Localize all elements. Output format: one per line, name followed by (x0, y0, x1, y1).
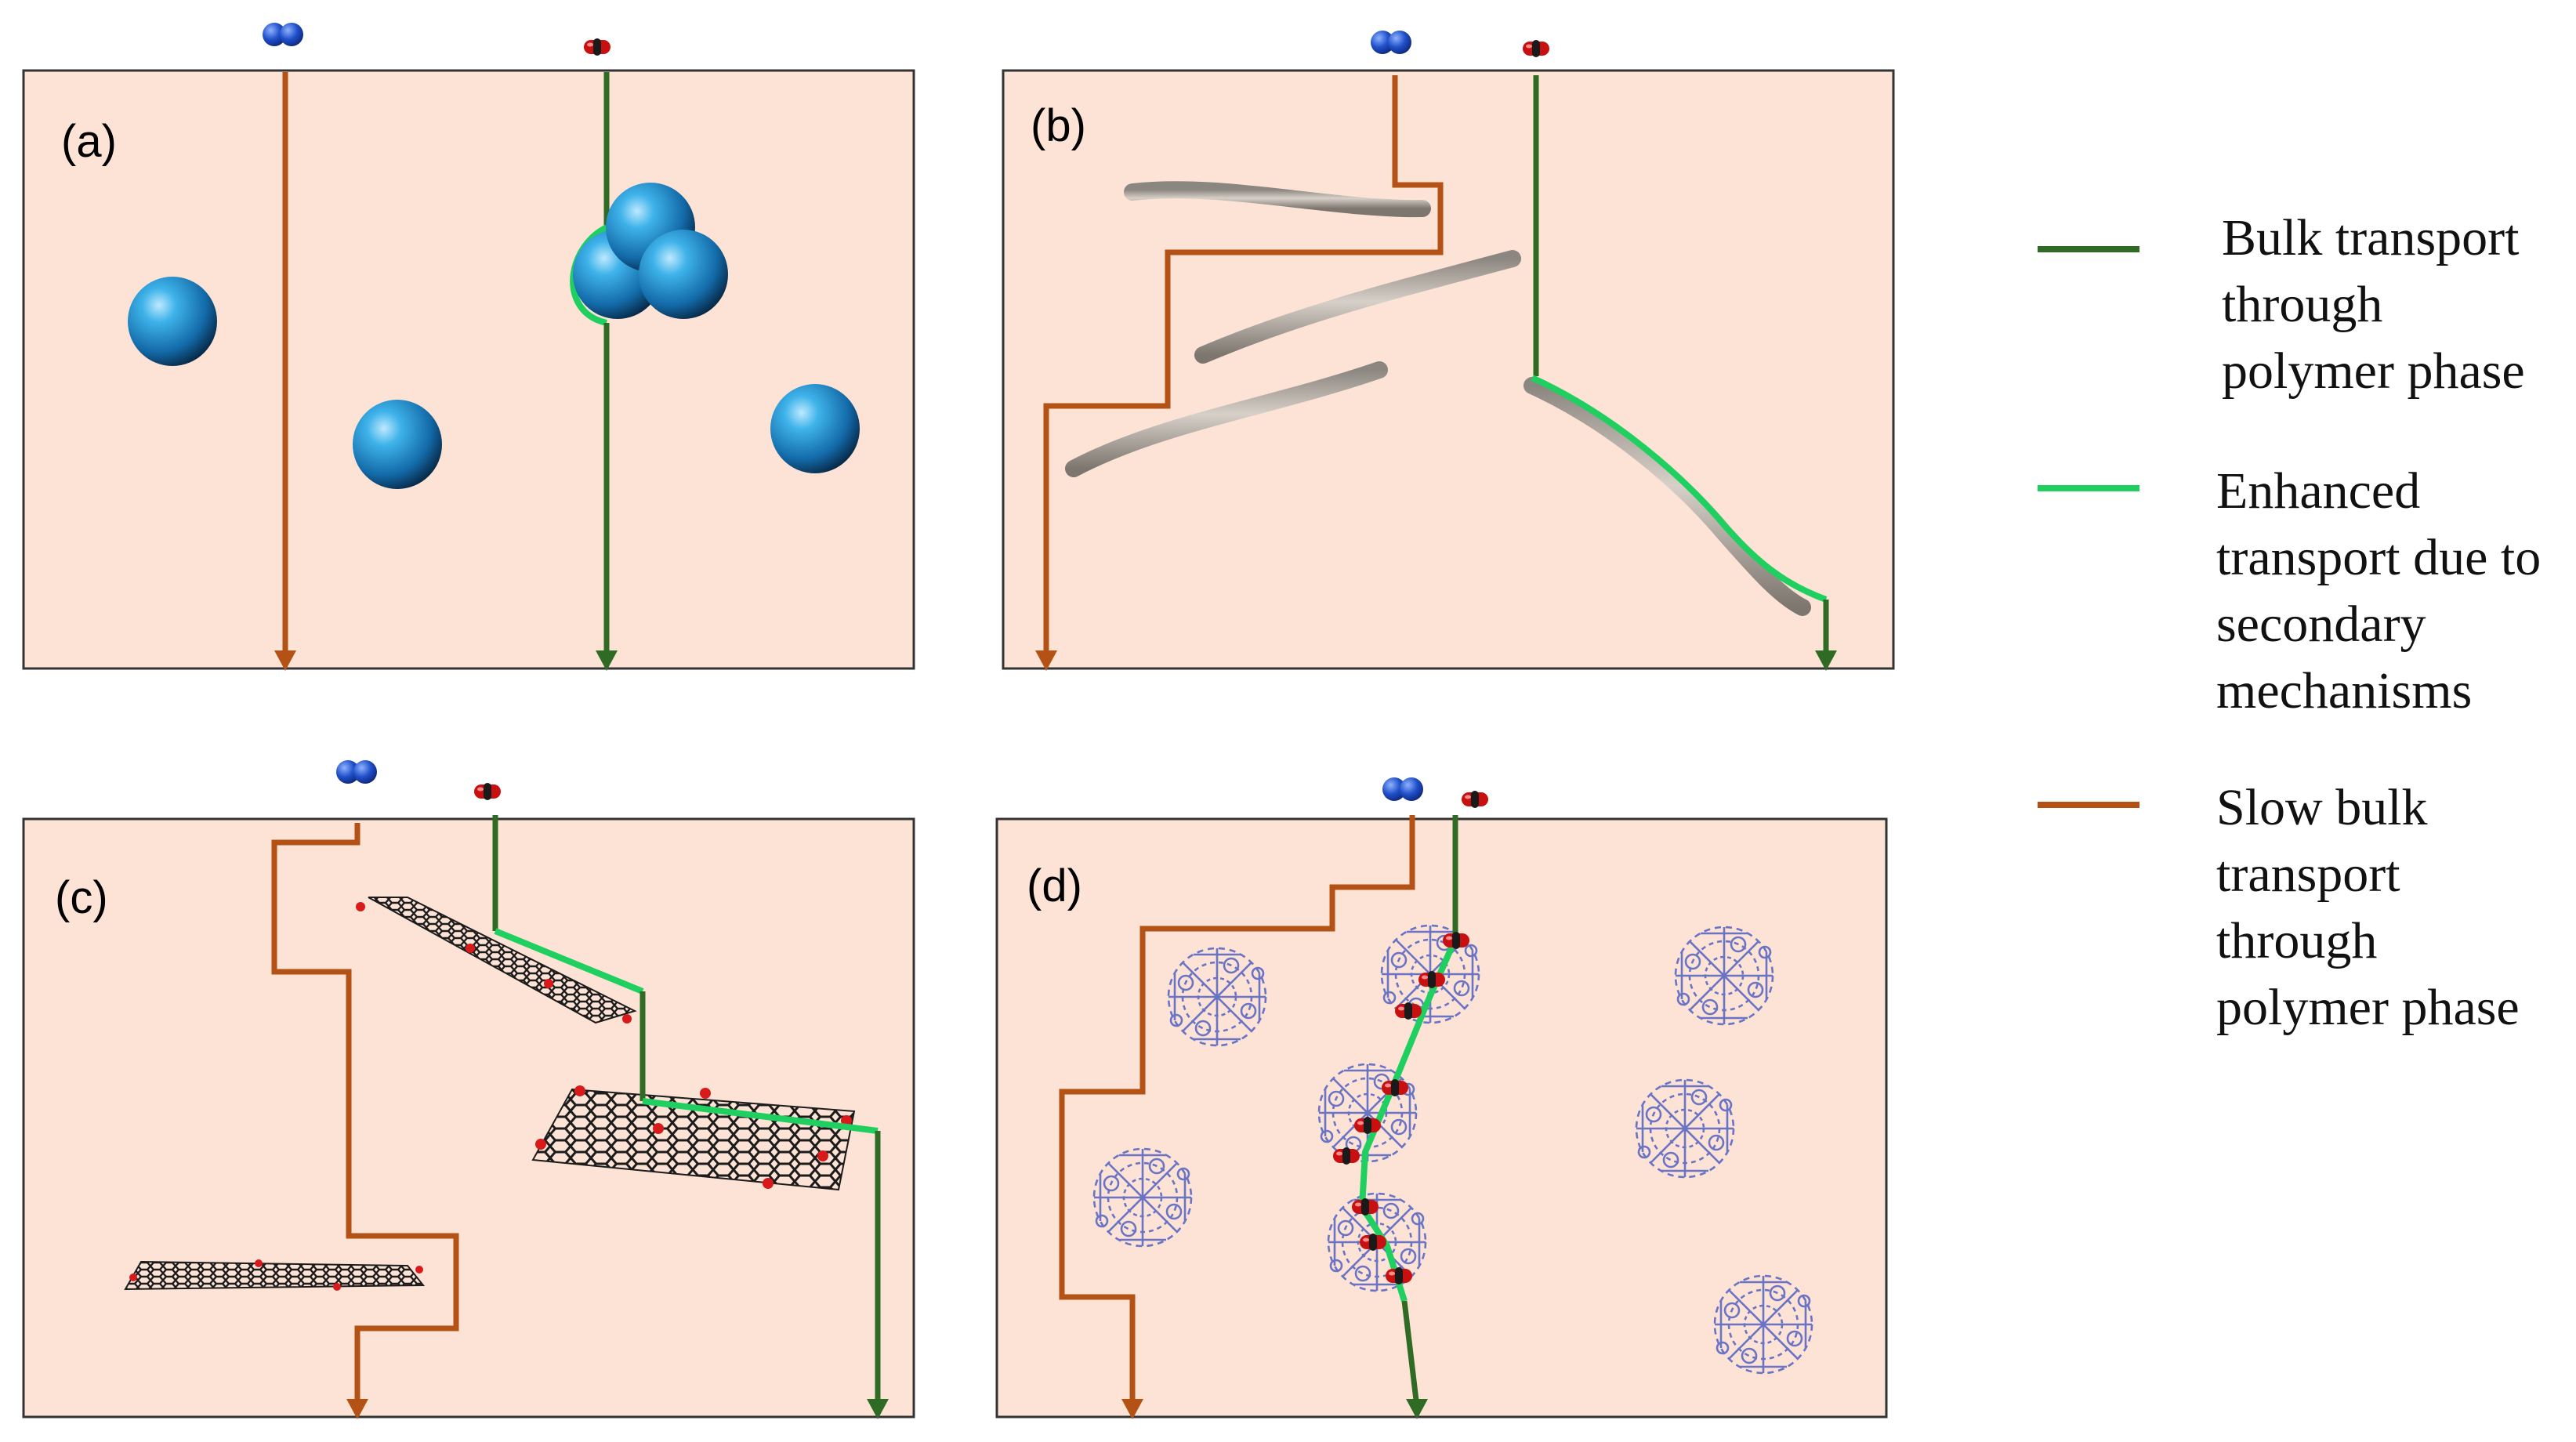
legend-enhanced-line-3: secondary (2216, 596, 2426, 653)
red-triatomic-molecule (1443, 932, 1469, 949)
legend-slow-line-4: polymer phase (2216, 979, 2520, 1036)
slow-transport-arrowhead (274, 650, 296, 671)
nanoparticle (770, 384, 860, 473)
legend-slow-line-2: transport (2216, 846, 2400, 903)
graphene-oxide-sheet (531, 1088, 856, 1191)
panel-d-label: (d) (1027, 860, 1082, 911)
legend-bulk-line-3: polymer phase (2222, 342, 2525, 400)
bulk-transport-arrowhead (596, 650, 618, 671)
red-triatomic-molecule (1333, 1147, 1360, 1165)
panel-d-frame (995, 817, 1888, 1418)
svg-text:Slow bulk transport: Slow bulk transport through polymer phas… (2216, 779, 2520, 1036)
mof-crystal (1635, 1078, 1735, 1179)
panel-d: (d) (995, 777, 1888, 1419)
enhanced-transport-path (1358, 937, 1458, 1303)
nanoparticles (128, 277, 860, 489)
nanoparticle-agglomerate (573, 183, 728, 319)
red-triatomic-molecule (584, 38, 610, 56)
graphene-oxide-sheet (124, 1260, 426, 1291)
mof-crystal (1674, 926, 1774, 1026)
graphene-oxide-sheet (368, 897, 637, 1024)
red-triatomic-molecule (1523, 40, 1549, 57)
legend-bulk-line-1: Bulk transport (2222, 209, 2519, 266)
enhanced-transport-path (642, 1098, 879, 1134)
legend-enhanced-line-2: transport due to (2216, 529, 2541, 586)
slow-transport-arrowhead (1121, 1399, 1143, 1419)
bulk-transport-arrowhead (1406, 1399, 1428, 1419)
mof-crystal (1167, 947, 1267, 1047)
red-triatomic-molecule (1386, 1267, 1412, 1284)
mof-crystal (1713, 1274, 1813, 1375)
red-triatomic-molecule (474, 783, 501, 800)
blue-diatomic-molecule (1382, 777, 1423, 801)
slow-transport-arrowhead (346, 1399, 368, 1419)
panel-b-label: (b) (1031, 100, 1086, 151)
red-triatomic-molecule (1395, 1002, 1422, 1020)
panel-a: (a) (22, 23, 915, 671)
graphene-oxide-sheets (124, 897, 856, 1291)
slow-transport-path (271, 823, 459, 1407)
enhanced-transport-path (494, 928, 644, 995)
enhanced-transport-path (1531, 375, 1828, 603)
panel-c-label: (c) (55, 872, 108, 923)
blue-diatomic-molecule (263, 23, 303, 46)
nanotube (1194, 250, 1521, 364)
nanoparticle (353, 400, 442, 489)
panel-a-frame (22, 69, 915, 670)
red-triatomic-molecule (1354, 1117, 1381, 1134)
nanoparticle (639, 230, 728, 319)
red-triatomic-molecule (1462, 791, 1488, 808)
legend-enhanced-line-1: Enhanced (2216, 462, 2420, 520)
nanotube (1523, 377, 1811, 616)
blue-diatomic-molecule (1371, 31, 1411, 54)
legend-bulk-line-2: through (2222, 276, 2382, 333)
blue-diatomic-molecule (336, 760, 377, 784)
red-triatomic-molecule (1418, 971, 1445, 988)
slow-transport-path (1043, 75, 1444, 658)
bulk-transport-path (1401, 1300, 1420, 1408)
red-triatomic-molecule (1382, 1079, 1408, 1096)
bulk-transport-arrowhead (1815, 650, 1837, 671)
nanoparticle (128, 277, 217, 366)
legend: Bulk transport through polymer phase Enh… (2038, 209, 2554, 1036)
slow-transport-arrowhead (1035, 650, 1057, 671)
mof-crystal (1092, 1147, 1193, 1248)
red-triatomic-molecule (1352, 1198, 1379, 1216)
legend-slow-line-1: Slow bulk (2216, 779, 2428, 836)
svg-text:Bulk transport through: Bulk transport through polymer phase (2222, 209, 2532, 400)
svg-text:Enhanced transport due: Enhanced transport due to secondary mech… (2216, 462, 2554, 719)
legend-item-slow: Slow bulk transport through polymer phas… (2038, 779, 2520, 1036)
panel-c: (c) (22, 760, 915, 1419)
legend-item-enhanced: Enhanced transport due to secondary mech… (2038, 462, 2554, 719)
panel-a-label: (a) (61, 116, 117, 167)
panel-b: (b) (1002, 31, 1895, 671)
bulk-transport-arrowhead (867, 1399, 889, 1419)
legend-slow-line-3: through (2216, 912, 2377, 969)
nanotube (1124, 181, 1431, 218)
slow-transport-path (1059, 815, 1415, 1407)
nanotube (1065, 361, 1388, 477)
legend-enhanced-line-4: mechanisms (2216, 662, 2472, 719)
red-triatomic-molecule (1360, 1234, 1386, 1251)
nanotubes (1065, 181, 1811, 616)
legend-item-bulk: Bulk transport through polymer phase (2038, 209, 2532, 400)
